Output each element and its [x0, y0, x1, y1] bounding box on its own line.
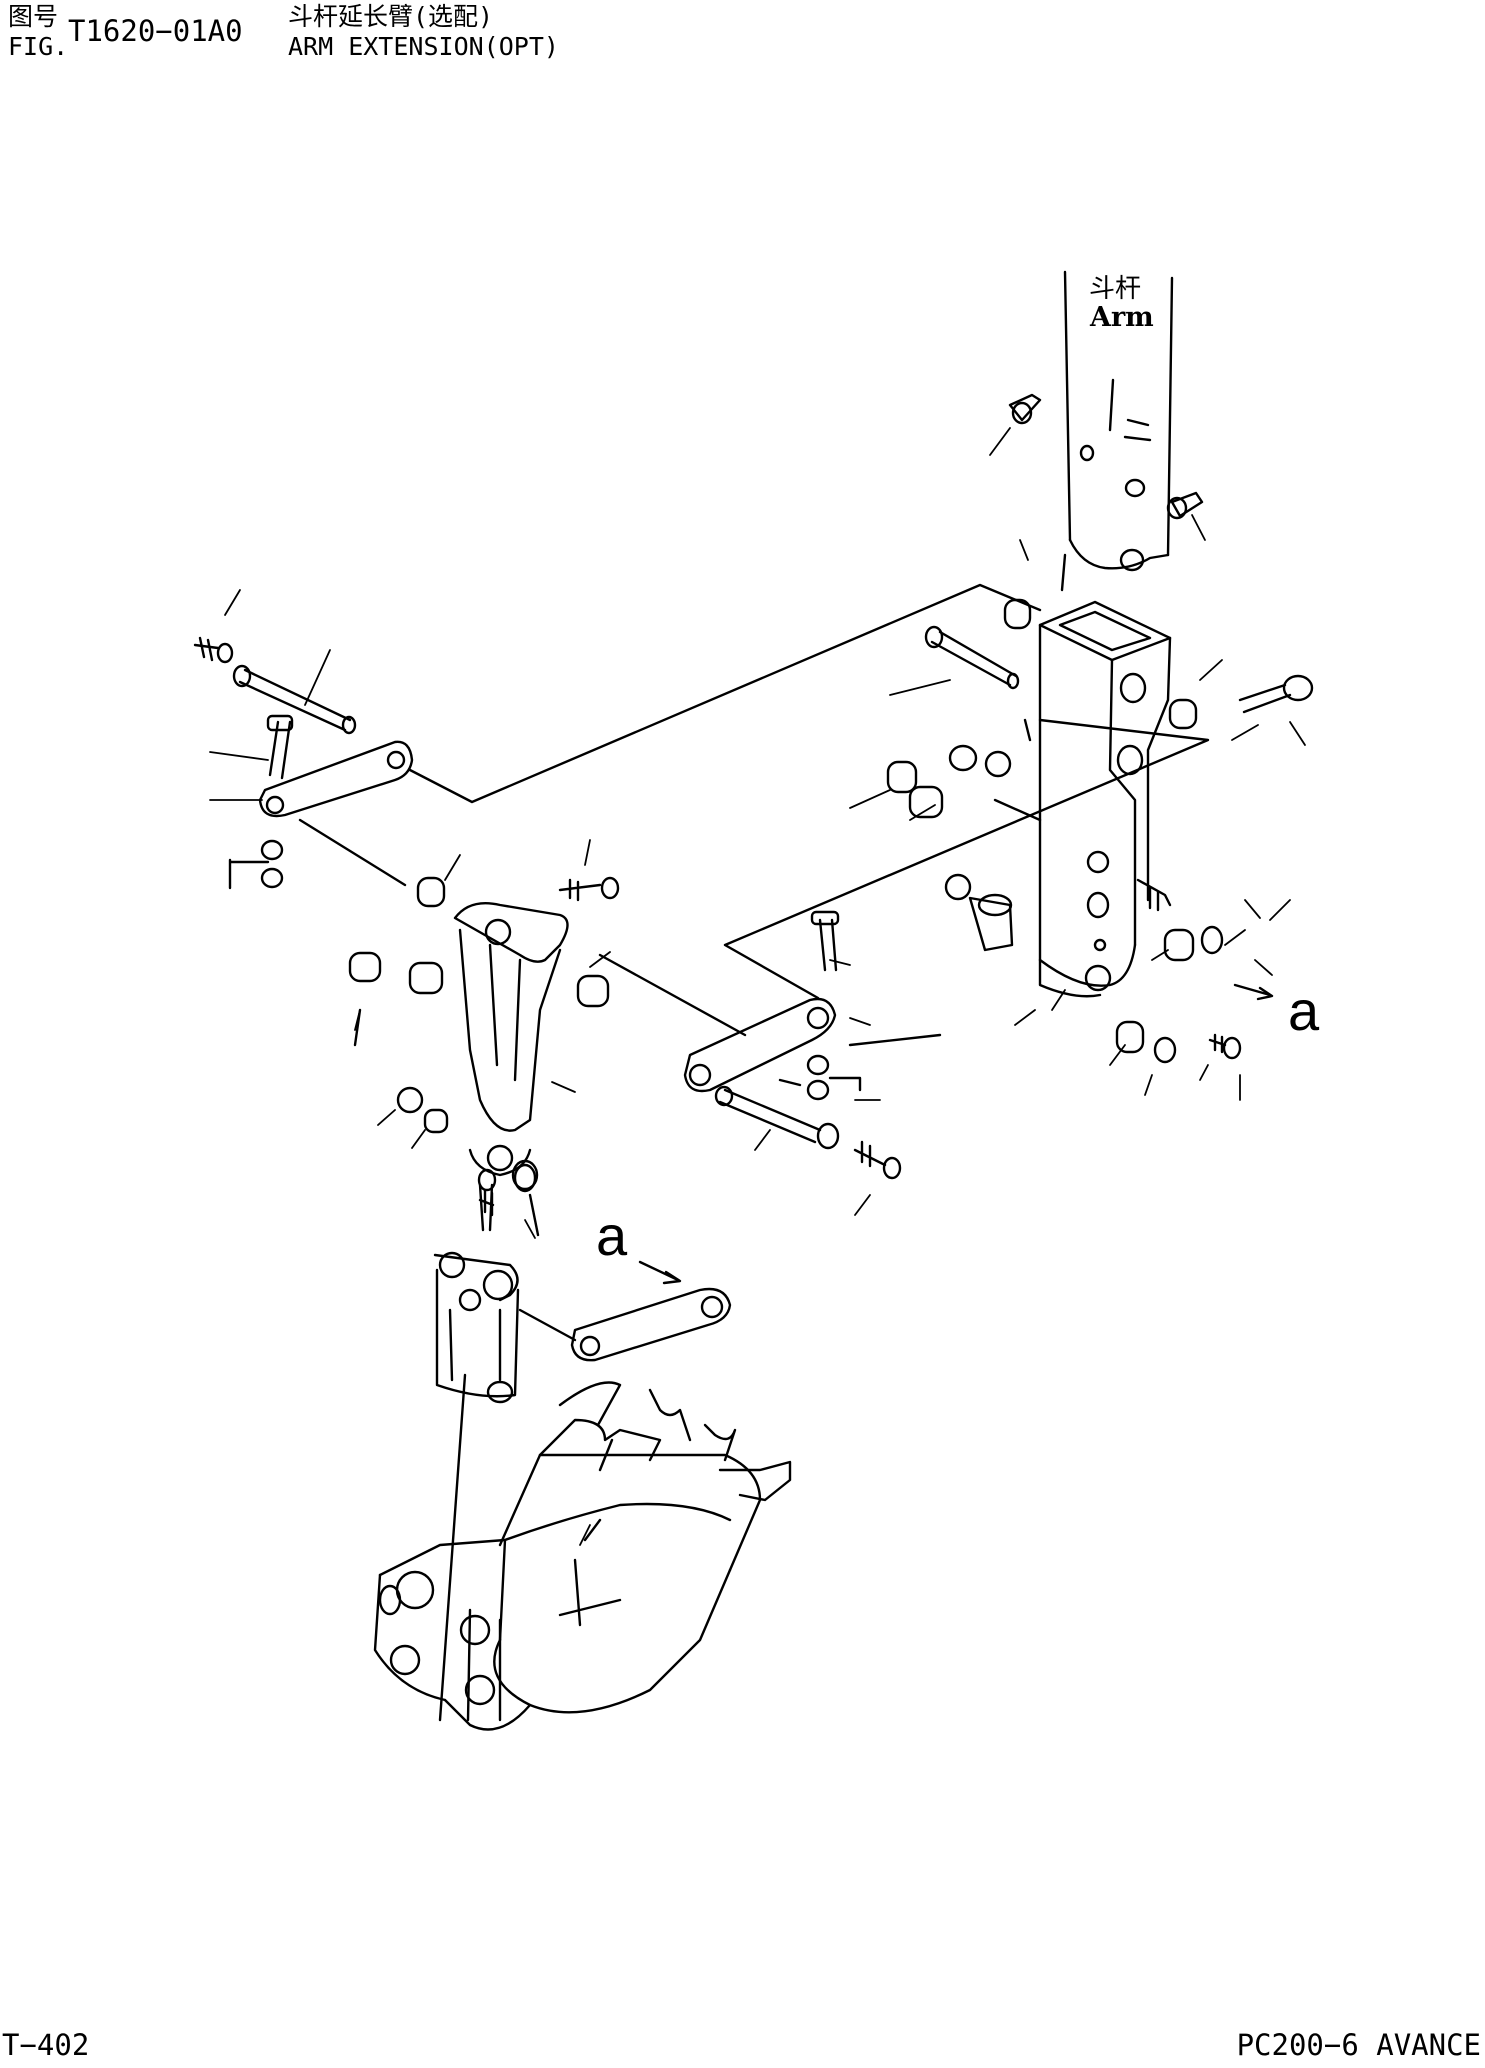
- figure-title-cn: 斗杆延长臂(选配): [288, 2, 494, 31]
- connection-mark-a-left: a: [596, 1204, 628, 1267]
- leader-lines: [210, 428, 1305, 1545]
- figure-label: FIG.: [8, 32, 69, 61]
- connection-arrows: [640, 985, 1272, 1283]
- right-link-assembly: [685, 912, 900, 1178]
- arm-label-cn: 斗杆: [1089, 274, 1142, 304]
- left-link-assembly: [195, 638, 412, 888]
- machine-model: PC200−6 AVANCE: [1236, 2028, 1481, 2062]
- figure-number: T1620−01A0: [68, 14, 243, 48]
- arm-side-bolts: [1010, 395, 1202, 518]
- extension-right-bushings: [1005, 600, 1312, 1062]
- bucket-bracket: [435, 1253, 730, 1720]
- arm-extension-box: [1040, 602, 1170, 996]
- figure-title-en: ARM EXTENSION(OPT): [288, 32, 559, 61]
- grease-nipple: [480, 1165, 538, 1235]
- center-pins-and-bushings: [888, 627, 1018, 950]
- connection-mark-a-right: a: [1288, 979, 1320, 1042]
- page-number: T−402: [2, 2028, 90, 2062]
- bucket: [375, 1383, 790, 1730]
- bucket-link: [350, 878, 618, 1215]
- assembly-guide-lines: [300, 555, 1208, 1045]
- arm-label-en: Arm: [1090, 302, 1154, 333]
- figure-label-cn: 图号: [8, 2, 59, 31]
